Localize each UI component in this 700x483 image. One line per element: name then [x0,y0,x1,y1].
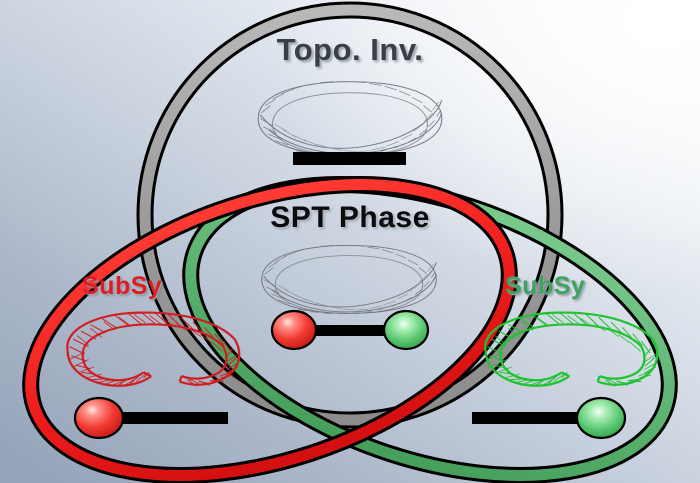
sphere-red-left [73,396,125,440]
set-circle-topological-invariant[interactable] [136,1,564,429]
sphere-red-center [270,309,318,351]
sphere-green-right [575,396,627,440]
mobius-band-gray-top [257,81,443,156]
label-subsystem-right: SubSy [505,272,586,300]
bar-sphere-bar-sphere-center [270,309,430,351]
sphere-green-center [382,309,430,351]
set-ellipse-subsystem-left[interactable] [0,130,546,483]
label-topological-invariant: Topo. Inv. [276,32,424,67]
bar-sphere-right [472,396,627,440]
bar-plain-top [293,152,406,165]
label-spt-phase: SPT Phase [270,201,430,234]
mobius-band-gray-center [261,244,437,314]
bar-sphere-left [73,396,228,440]
label-subsystem-left: SubSy [82,272,163,300]
